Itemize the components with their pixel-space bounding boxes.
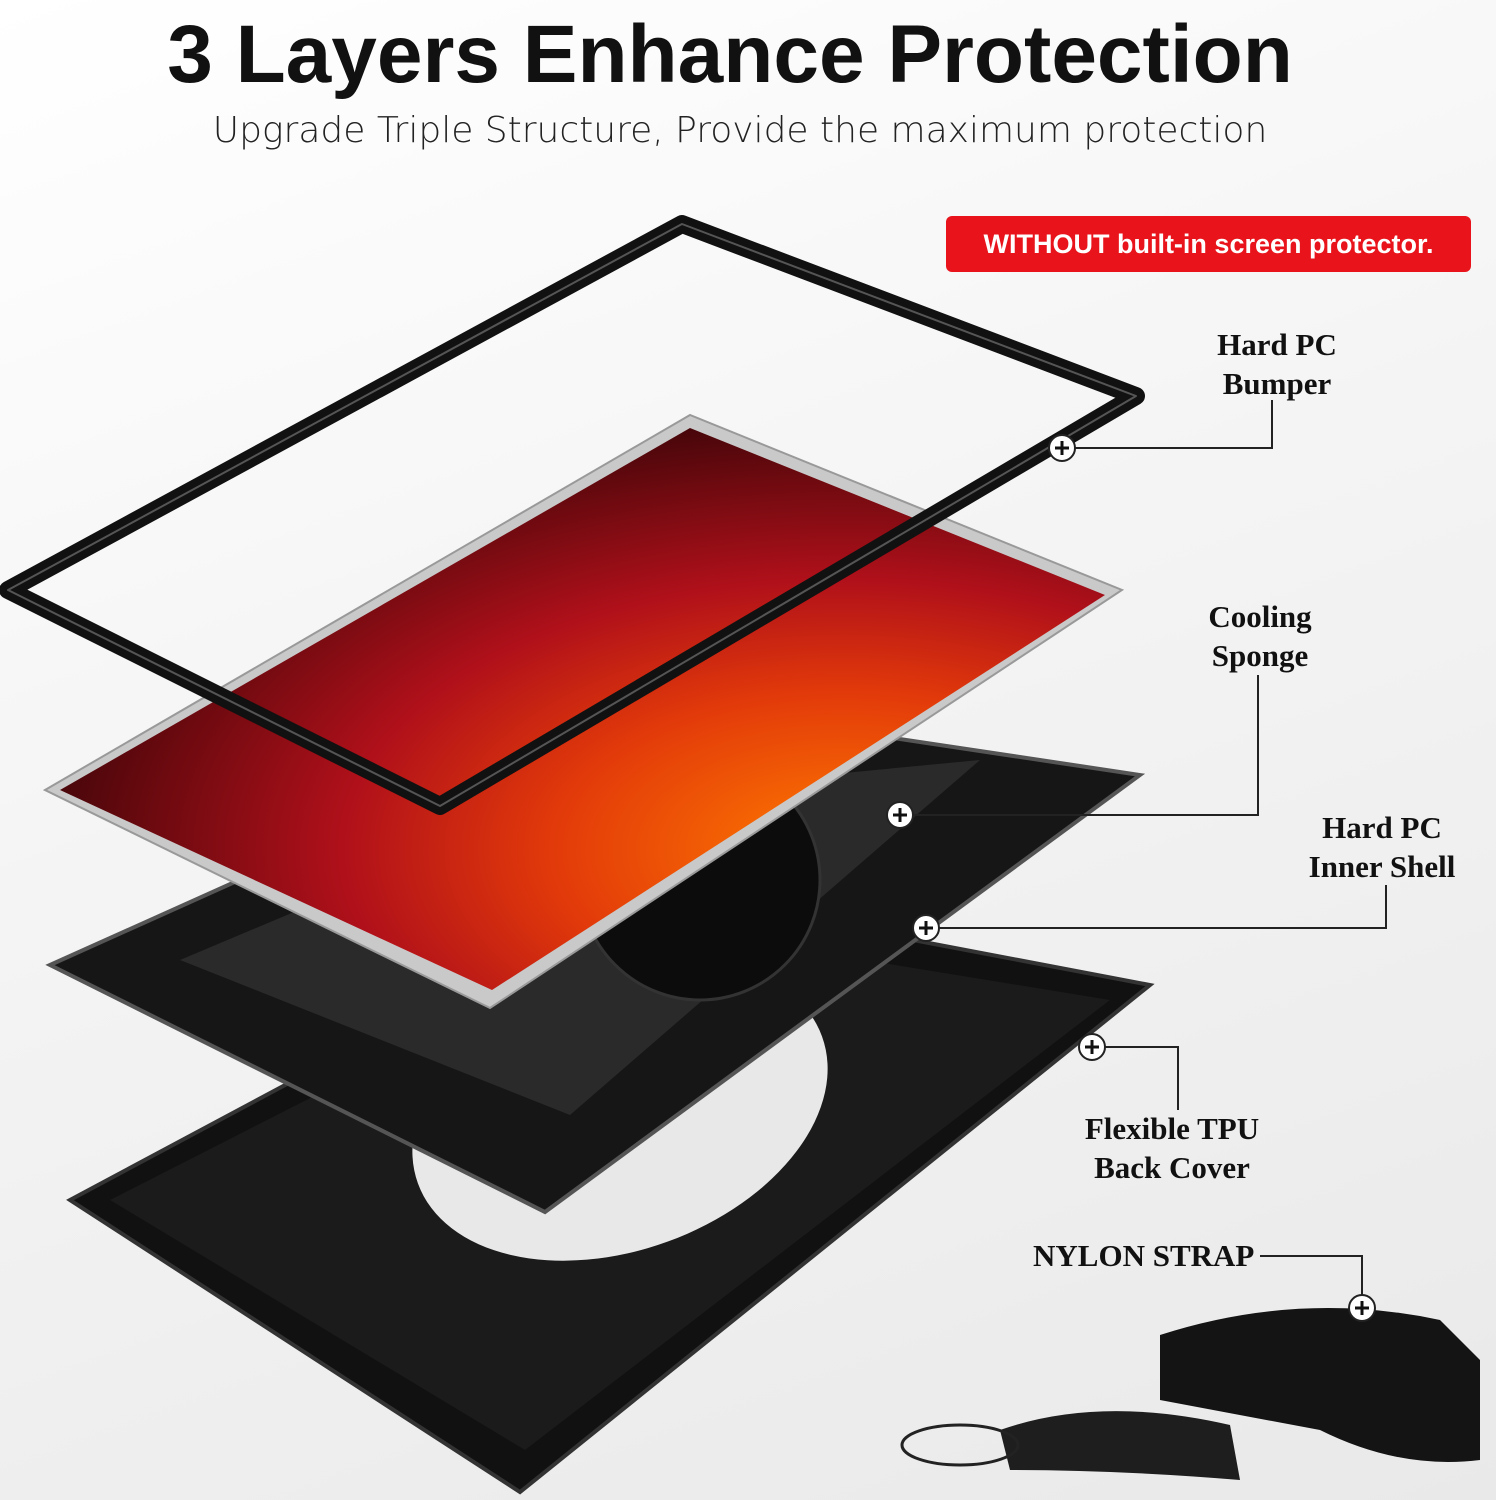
label-bumper-line1: Hard PC: [1217, 327, 1337, 362]
label-back-cover-line2: Back Cover: [1094, 1150, 1250, 1185]
label-bumper-line2: Bumper: [1223, 366, 1332, 401]
plus-markers: [886, 434, 1376, 1322]
screen-protector-notice-badge: WITHOUT built-in screen protector.: [946, 216, 1471, 272]
label-back-cover-line1: Flexible TPU: [1085, 1111, 1259, 1146]
label-inner-shell-line2: Inner Shell: [1309, 849, 1456, 884]
label-sponge-line1: Cooling: [1208, 599, 1312, 634]
page-subtitle: Upgrade Triple Structure, Provide the ma…: [212, 110, 1268, 151]
plus-icon: [1348, 1294, 1376, 1322]
leader-lines: [900, 400, 1387, 1308]
plus-icon: [1078, 1033, 1106, 1061]
plus-icon: [912, 914, 940, 942]
plus-icon: [1048, 434, 1076, 462]
label-sponge-line2: Sponge: [1212, 638, 1308, 673]
hard-pc-bumper: [0, 215, 1145, 815]
label-inner-shell-line1: Hard PC: [1322, 810, 1442, 845]
nylon-strap: [900, 1308, 1480, 1480]
page-title: 3 Layers Enhance Protection: [167, 9, 1293, 100]
label-strap: NYLON STRAP: [1033, 1238, 1254, 1273]
plus-icon: [886, 801, 914, 829]
